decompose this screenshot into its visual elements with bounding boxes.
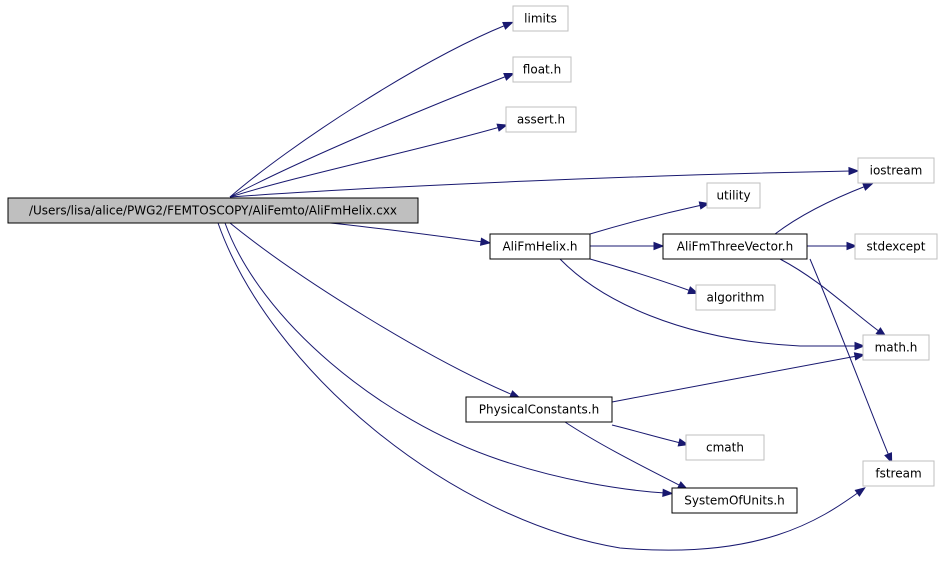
node-box-utility	[706, 182, 761, 209]
node-label-stdexcept: stdexcept	[867, 240, 926, 254]
edge-threevec-to-iostream	[774, 185, 867, 235]
edge-root-to-fstream	[217, 222, 860, 551]
arrowhead-threevec-to-fstream	[884, 452, 893, 464]
node-label-utility: utility	[716, 189, 750, 203]
node-box-assert	[505, 106, 577, 133]
node-label-fstream: fstream	[875, 467, 921, 481]
node-label-root: /Users/lisa/alice/PWG2/FEMTOSCOPY/AliFem…	[29, 204, 397, 218]
node-box-limits	[512, 5, 569, 32]
node-label-physconst: PhysicalConstants.h	[479, 403, 599, 417]
node-algorithm: algorithm	[695, 284, 776, 311]
node-layer: /Users/lisa/alice/PWG2/FEMTOSCOPY/AliFem…	[7, 5, 938, 514]
node-box-fstream	[862, 460, 935, 487]
node-float: float.h	[512, 56, 572, 83]
edge-physconst-to-cmath	[611, 424, 682, 444]
arrowhead-helix-to-math	[854, 341, 866, 351]
node-limits: limits	[512, 5, 569, 32]
node-root[interactable]: /Users/lisa/alice/PWG2/FEMTOSCOPY/AliFem…	[7, 197, 419, 224]
arrowhead-root-to-sysunits	[662, 488, 674, 498]
edge-physconst-to-math	[611, 355, 858, 403]
node-label-threevec: AliFmThreeVector.h	[677, 240, 793, 254]
edge-layer	[217, 21, 893, 551]
node-label-iostream: iostream	[870, 164, 923, 178]
edge-root-to-assert	[229, 126, 501, 198]
arrowhead-root-to-assert	[496, 123, 509, 132]
node-physconst[interactable]: PhysicalConstants.h	[465, 396, 613, 423]
node-utility: utility	[706, 182, 761, 209]
node-box-root	[7, 197, 419, 224]
node-box-cmath	[685, 434, 765, 461]
edge-root-to-helix	[329, 222, 484, 243]
arrowhead-physconst-to-cmath	[677, 438, 690, 447]
edge-helix-to-utility	[589, 204, 703, 235]
node-helix[interactable]: AliFmHelix.h	[489, 233, 591, 260]
edge-root-to-physconst	[229, 222, 514, 396]
node-stdexcept: stdexcept	[854, 233, 938, 260]
edge-threevec-to-math	[779, 258, 881, 333]
node-label-sysunits: SystemOfUnits.h	[684, 494, 785, 508]
arrowhead-root-to-float	[503, 72, 515, 81]
edge-helix-to-algorithm	[589, 258, 692, 292]
node-box-sysunits	[671, 487, 798, 514]
arrowhead-helix-to-algorithm	[687, 286, 699, 295]
node-box-helix	[489, 233, 591, 260]
edge-root-to-limits	[229, 24, 507, 198]
node-box-float	[512, 56, 572, 83]
node-threevec[interactable]: AliFmThreeVector.h	[662, 233, 808, 260]
node-label-assert: assert.h	[517, 113, 565, 127]
node-fstream: fstream	[862, 460, 935, 487]
node-cmath: cmath	[685, 434, 765, 461]
node-box-iostream	[857, 157, 935, 184]
arrowhead-threevec-to-iostream	[862, 182, 874, 191]
node-box-algorithm	[695, 284, 776, 311]
arrowhead-root-to-iostream	[848, 166, 860, 176]
edge-root-to-iostream	[229, 170, 852, 198]
node-label-float: float.h	[523, 63, 561, 77]
arrowhead-root-to-fstream	[854, 487, 866, 497]
node-label-algorithm: algorithm	[707, 291, 765, 305]
node-iostream: iostream	[857, 157, 935, 184]
node-label-math: math.h	[875, 341, 918, 355]
node-box-math	[862, 334, 930, 361]
edge-threevec-to-fstream	[809, 258, 890, 457]
node-math: math.h	[862, 334, 930, 361]
edge-root-to-float	[229, 75, 508, 198]
edge-helix-to-math	[559, 258, 857, 347]
edge-root-to-sysunits	[224, 222, 666, 494]
node-assert: assert.h	[505, 106, 577, 133]
arrowhead-helix-to-utility	[698, 201, 711, 210]
edge-physconst-to-sysunits	[564, 421, 682, 487]
node-box-threevec	[662, 233, 808, 260]
node-box-stdexcept	[854, 233, 938, 260]
arrowhead-helix-to-threevec	[653, 241, 665, 251]
arrowhead-physconst-to-math	[853, 352, 866, 361]
node-label-limits: limits	[524, 12, 557, 26]
arrowhead-root-to-limits	[502, 21, 514, 30]
node-sysunits[interactable]: SystemOfUnits.h	[671, 487, 798, 514]
node-label-cmath: cmath	[706, 441, 744, 455]
arrowhead-threevec-to-stdexcept	[846, 241, 858, 251]
arrowhead-root-to-helix	[479, 237, 492, 246]
node-label-helix: AliFmHelix.h	[502, 240, 577, 254]
node-box-physconst	[465, 396, 613, 423]
